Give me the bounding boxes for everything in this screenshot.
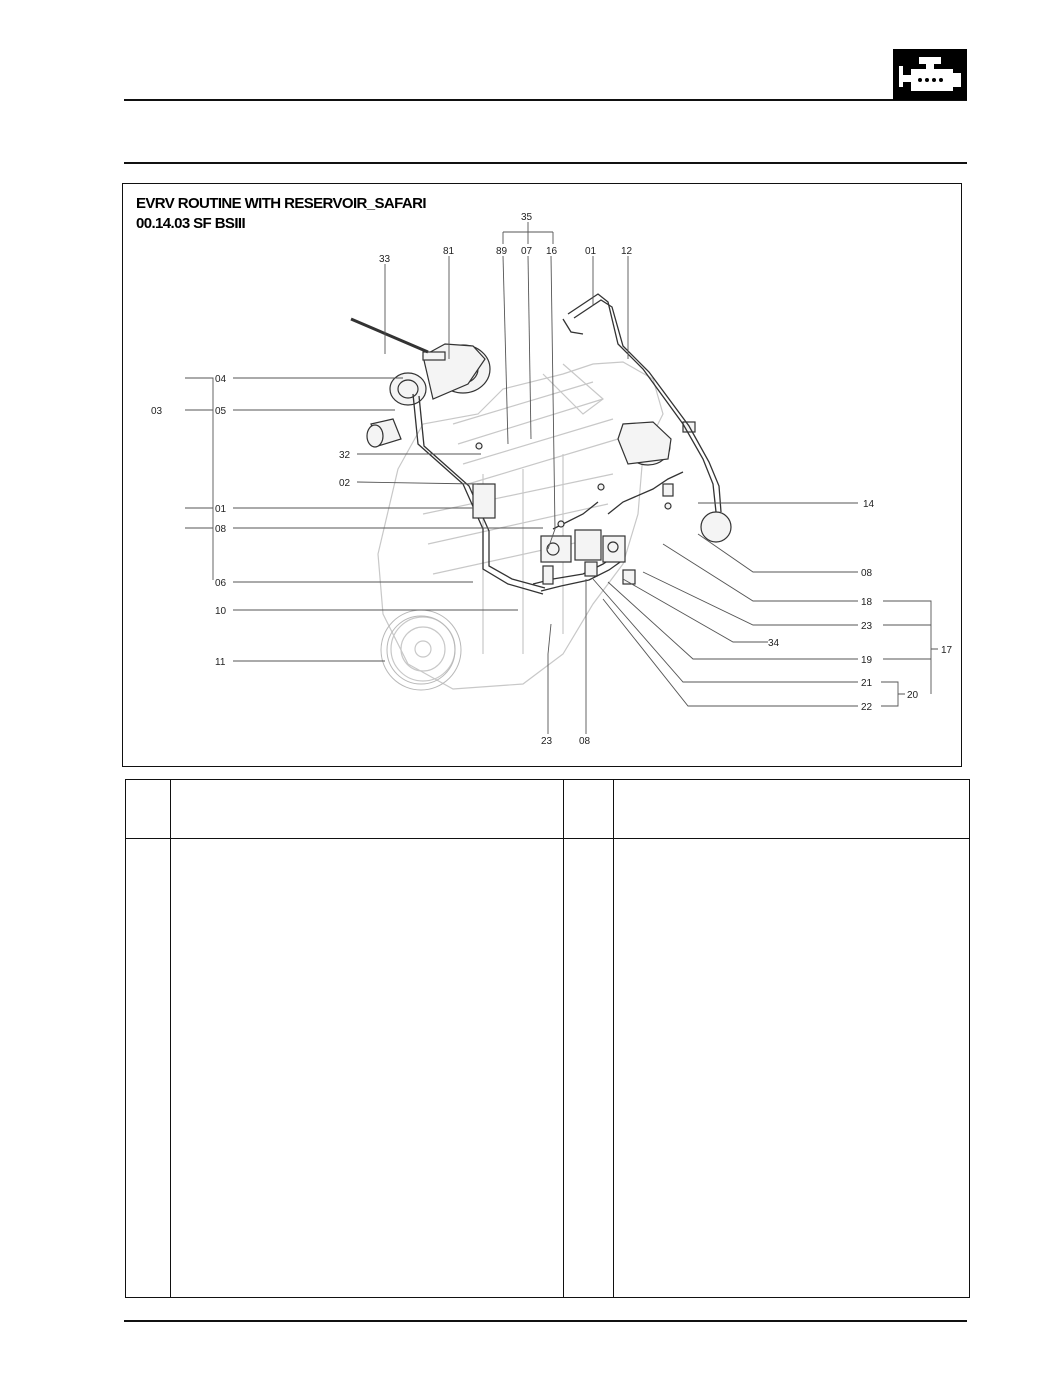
engine-icon <box>893 49 967 100</box>
turbocharger-drawing <box>366 343 491 448</box>
callout-32: 32 <box>339 450 351 461</box>
evrv-valve-drawing <box>472 442 672 585</box>
callout-81: 81 <box>443 246 455 257</box>
callout-01-left: 01 <box>215 504 227 515</box>
vacuum-hoses <box>412 293 722 595</box>
header-rule <box>124 99 967 101</box>
leader-lines <box>185 222 938 734</box>
callout-23-right: 23 <box>861 621 873 632</box>
wastegate-rod <box>350 317 429 354</box>
table-header-row <box>125 779 970 839</box>
pulley-drawing <box>380 609 462 691</box>
callout-01-top: 01 <box>585 246 597 257</box>
callout-02: 02 <box>339 478 351 489</box>
figure-title: EVRV ROUTINE WITH RESERVOIR_SAFARI <box>136 195 427 212</box>
callout-20: 20 <box>907 690 919 701</box>
callout-08-left: 08 <box>215 524 227 535</box>
callout-33: 33 <box>379 254 391 265</box>
callout-89: 89 <box>496 246 508 257</box>
callout-07: 07 <box>521 246 533 257</box>
callout-21: 21 <box>861 678 873 689</box>
body-cell-description-right <box>613 838 970 1298</box>
header-cell-description-right <box>613 779 970 839</box>
body-cell-ref-right <box>563 838 614 1298</box>
callout-12: 12 <box>621 246 633 257</box>
callout-22: 22 <box>861 702 873 713</box>
callout-10: 10 <box>215 606 227 617</box>
callout-23-bottom: 23 <box>541 736 553 747</box>
callout-08-bottom: 08 <box>579 736 591 747</box>
body-cell-description-left <box>170 838 564 1298</box>
callout-11: 11 <box>215 657 226 668</box>
callout-06: 06 <box>215 578 227 589</box>
table-body-row <box>125 838 970 1298</box>
header-cell-description-left <box>170 779 564 839</box>
callout-labels: 35 33 81 89 07 16 01 12 04 03 05 32 02 0… <box>151 212 953 747</box>
figure-panel: EVRV ROUTINE WITH RESERVOIR_SAFARI 00.14… <box>122 183 962 767</box>
body-cell-ref-left <box>125 838 171 1298</box>
callout-35: 35 <box>521 212 533 223</box>
callout-18: 18 <box>861 597 873 608</box>
callout-08-right: 08 <box>861 568 873 579</box>
figure-subtitle: 00.14.03 SF BSIII <box>136 215 246 232</box>
callout-34: 34 <box>768 638 780 649</box>
header-cell-ref-right <box>563 779 614 839</box>
section-rule <box>124 162 967 164</box>
parts-legend-table <box>125 779 970 1298</box>
footer-rule <box>124 1320 967 1322</box>
callout-19: 19 <box>861 655 873 666</box>
callout-03: 03 <box>151 406 163 417</box>
header-cell-ref-left <box>125 779 171 839</box>
engine-diagram: 35 33 81 89 07 16 01 12 04 03 05 32 02 0… <box>151 212 953 747</box>
callout-16: 16 <box>546 246 558 257</box>
callout-04: 04 <box>215 374 227 385</box>
callout-05: 05 <box>215 406 227 417</box>
callout-17: 17 <box>941 645 953 656</box>
callout-14: 14 <box>863 499 875 510</box>
